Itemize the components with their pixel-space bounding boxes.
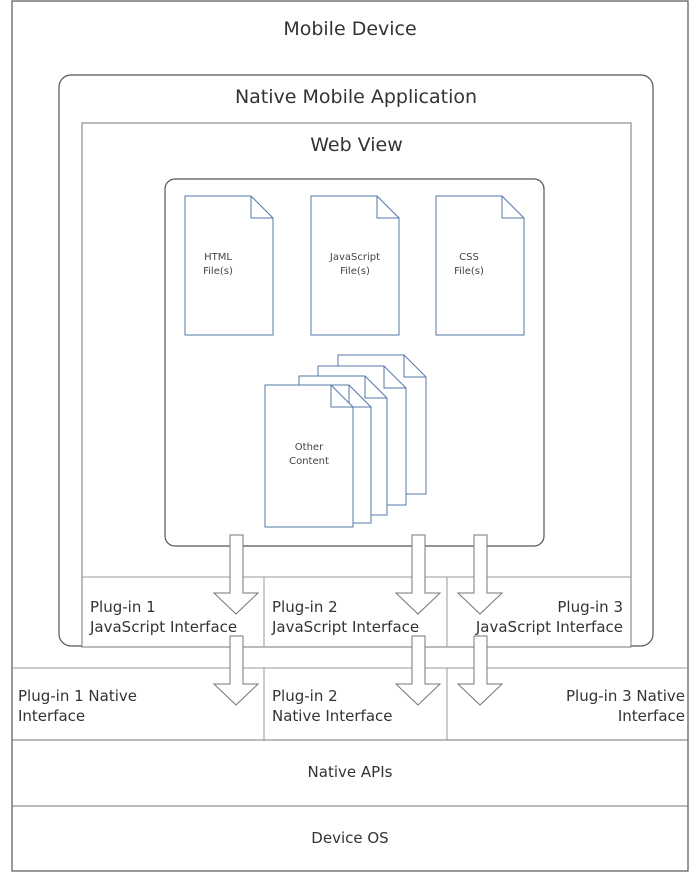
plugin3-native-line1: Plug-in 3 Native (566, 687, 685, 705)
device-os-label: Device OS (311, 829, 389, 847)
plugin2-native-line2: Native Interface (272, 707, 393, 725)
native-app-title: Native Mobile Application (234, 86, 478, 108)
web-view-title: Web View (310, 134, 403, 156)
arrow-webview-to-plugin3-icon (456, 534, 504, 615)
plugin1-js-line2: JavaScript Interface (90, 618, 238, 636)
plugin2-js-line1: Plug-in 2 (272, 598, 338, 616)
html-file-icon (184, 195, 274, 336)
plugin2-native-interface: Plug-in 2 Native Interface (272, 686, 393, 726)
javascript-file-fold (376, 196, 399, 219)
arrow-webview-to-plugin2-icon (394, 534, 442, 615)
arrow-plugin3-js-to-native-icon (456, 635, 504, 706)
mobile-device-title: Mobile Device (283, 18, 417, 40)
plugin3-native-line2: Interface (617, 707, 685, 725)
plugin3-native-interface: Plug-in 3 Native Interface (500, 686, 685, 726)
other-content-label: Other Content (289, 442, 329, 467)
html-file-label: HTML File(s) (203, 252, 233, 277)
css-file-label: CSS File(s) (454, 252, 484, 277)
arrow-plugin2-js-to-native-icon (394, 635, 442, 706)
javascript-file-icon (310, 195, 400, 336)
plugin1-native-interface: Plug-in 1 Native Interface (18, 686, 137, 726)
plugin3-js-interface: Plug-in 3 JavaScript Interface (448, 597, 623, 637)
css-file-fold (501, 196, 524, 219)
arrow-webview-to-plugin1-icon (212, 534, 260, 615)
plugin1-native-line2: Interface (18, 707, 86, 725)
plugin2-js-interface: Plug-in 2 JavaScript Interface (272, 597, 419, 637)
other-content-stack-icon (264, 354, 427, 528)
arrow-plugin1-js-to-native-icon (212, 635, 260, 706)
plugin2-native-line1: Plug-in 2 (272, 687, 338, 705)
html-file-fold (250, 196, 273, 219)
plugin1-js-line1: Plug-in 1 (90, 598, 156, 616)
javascript-file-label: JavaScript File(s) (329, 252, 381, 277)
plugin3-js-line1: Plug-in 3 (557, 598, 623, 616)
plugin1-native-line1: Plug-in 1 Native (18, 687, 137, 705)
plugin3-js-line2: JavaScript Interface (475, 618, 623, 636)
native-apis-label: Native APIs (307, 763, 393, 781)
plugin2-js-line2: JavaScript Interface (272, 618, 420, 636)
plugin1-js-interface: Plug-in 1 JavaScript Interface (90, 597, 237, 637)
css-file-icon (435, 195, 525, 336)
